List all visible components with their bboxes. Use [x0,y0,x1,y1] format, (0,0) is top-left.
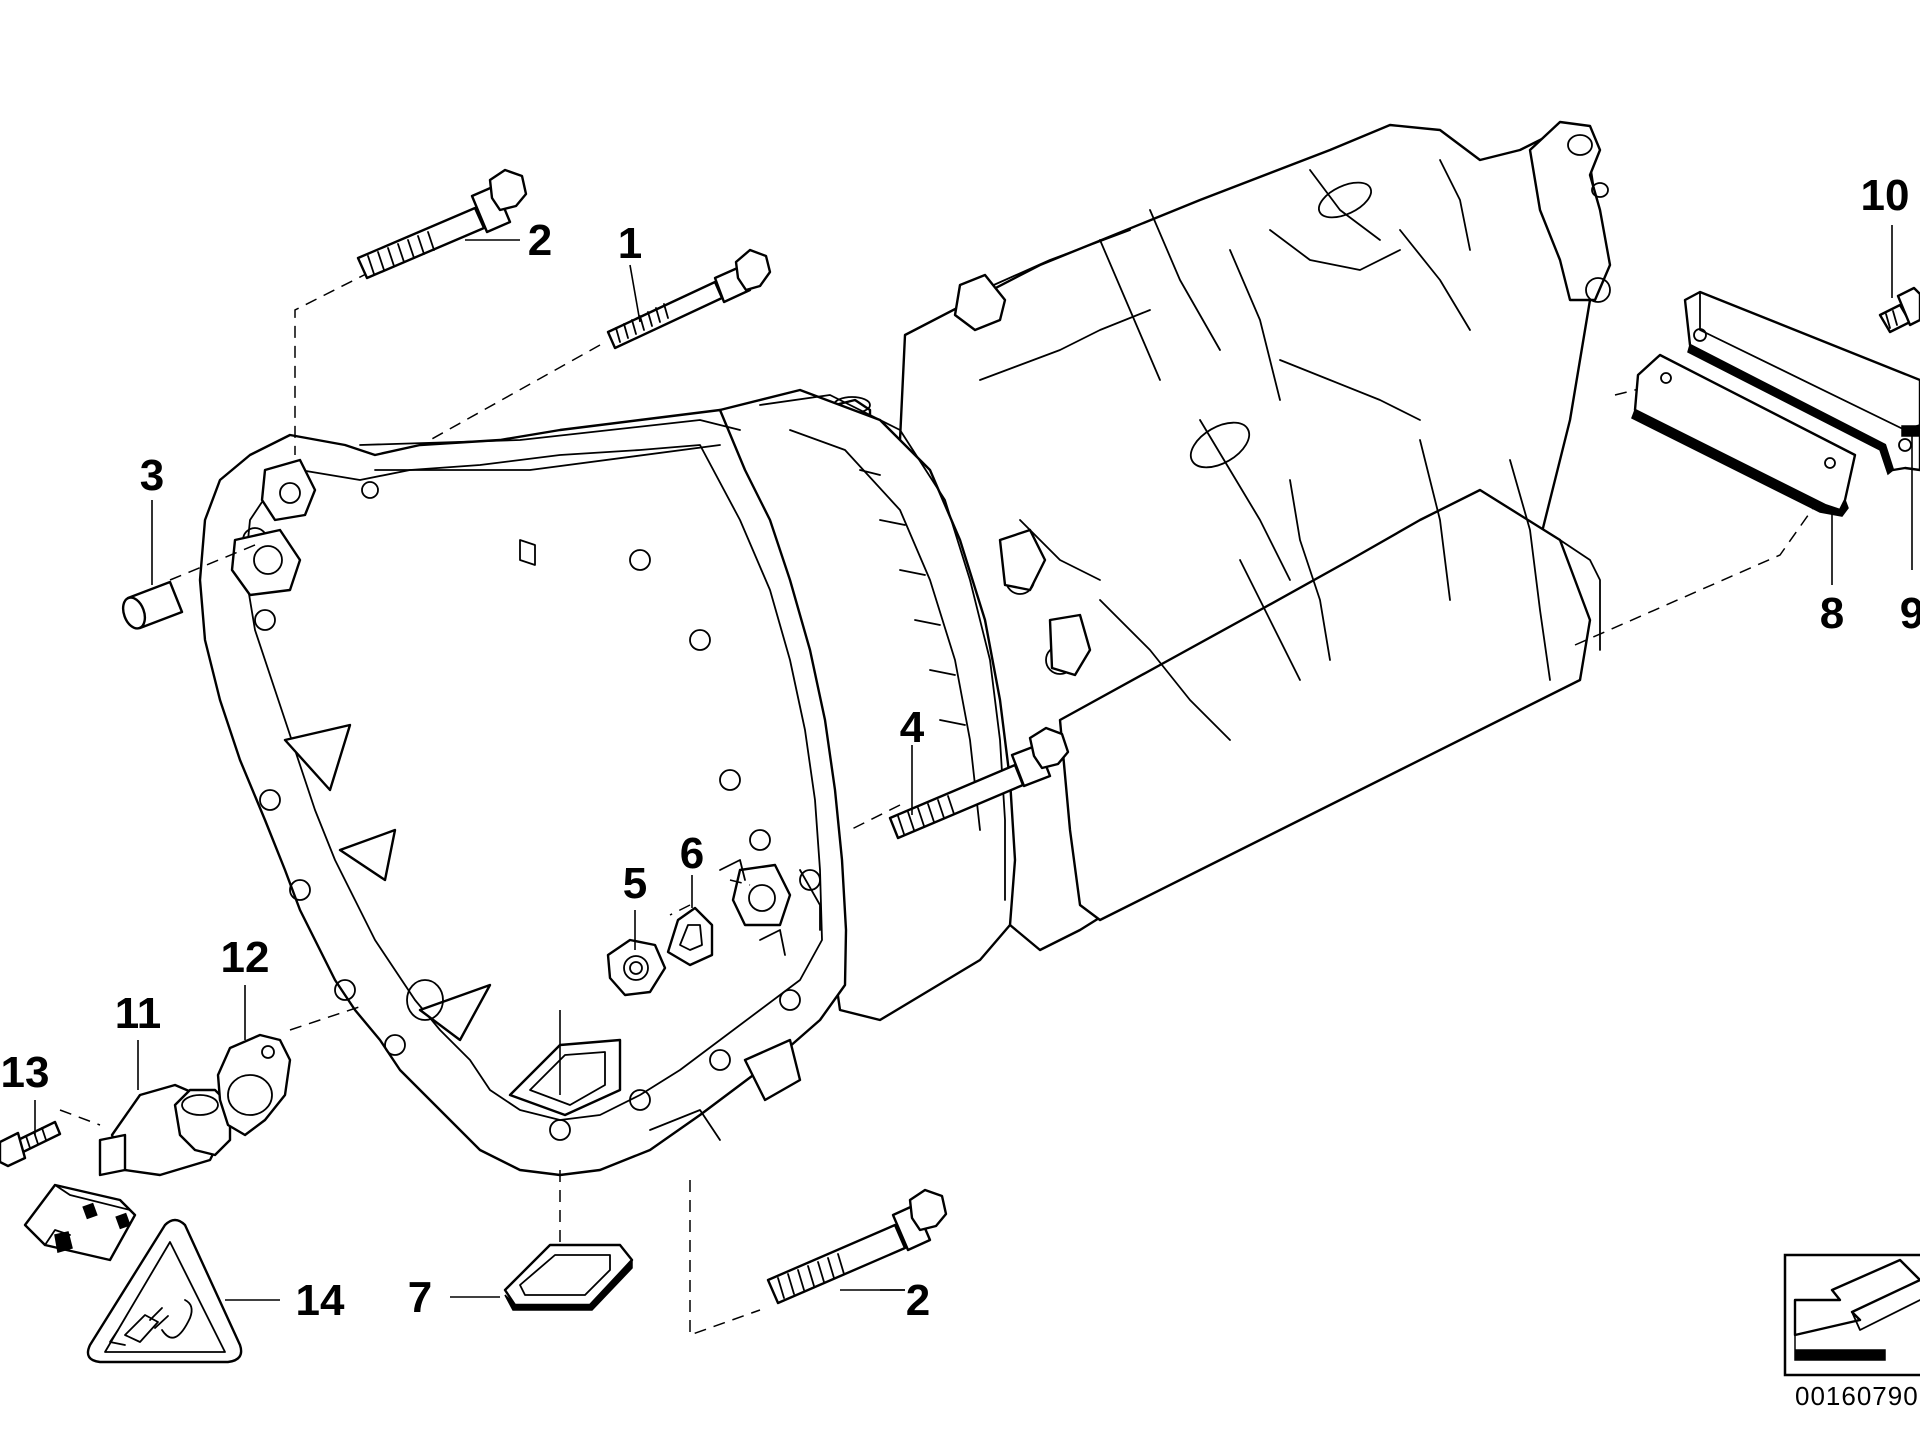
label-part-14: 14 [296,1276,345,1325]
part-bolt-2-bottom [766,1188,948,1305]
label-part-1: 1 [618,219,642,268]
label-part-6: 6 [680,829,704,878]
part-gasket-12 [216,1033,292,1137]
part-bolt-1 [606,248,772,350]
label-part-4: 4 [900,703,925,752]
label-part-11: 11 [115,989,162,1038]
label-part-9: 9 [1900,589,1920,638]
part-labels: 1 2 2 3 4 5 6 7 8 9 10 11 12 13 14 [1,171,1920,1325]
label-part-13: 13 [1,1048,50,1097]
label-part-5: 5 [623,859,647,908]
label-part-8: 8 [1820,589,1844,638]
label-part-10: 10 [1861,171,1910,220]
assembly-lines [59,271,1906,1337]
transmission-housing [198,120,1612,1177]
part-bolt-4 [888,726,1070,840]
label-part-3: 3 [140,451,164,500]
diagram-code: 00160790 [1795,1381,1919,1411]
label-part-2-top: 2 [528,216,552,265]
part-bolt-10 [1878,286,1920,334]
part-screw-13 [0,1120,62,1168]
label-part-2-bottom: 2 [906,1276,930,1325]
part-bracket-9 [1683,290,1920,476]
part-cover-7 [503,1243,634,1311]
part-sensor-11 [23,1083,232,1262]
part-bolt-2-top [356,168,528,280]
part-dowel-3 [121,580,184,630]
leader-lines [34,225,1913,1301]
part-plate-8 [1631,353,1857,517]
electrical-plug-warning-icon [109,1299,193,1346]
part-nut-5 [606,938,667,997]
label-part-7: 7 [408,1273,432,1322]
part-washer-6 [666,906,714,967]
arrow-direction-icon [1783,1253,1920,1377]
label-part-12: 12 [221,933,270,982]
part-warning-label-14 [86,1218,243,1364]
